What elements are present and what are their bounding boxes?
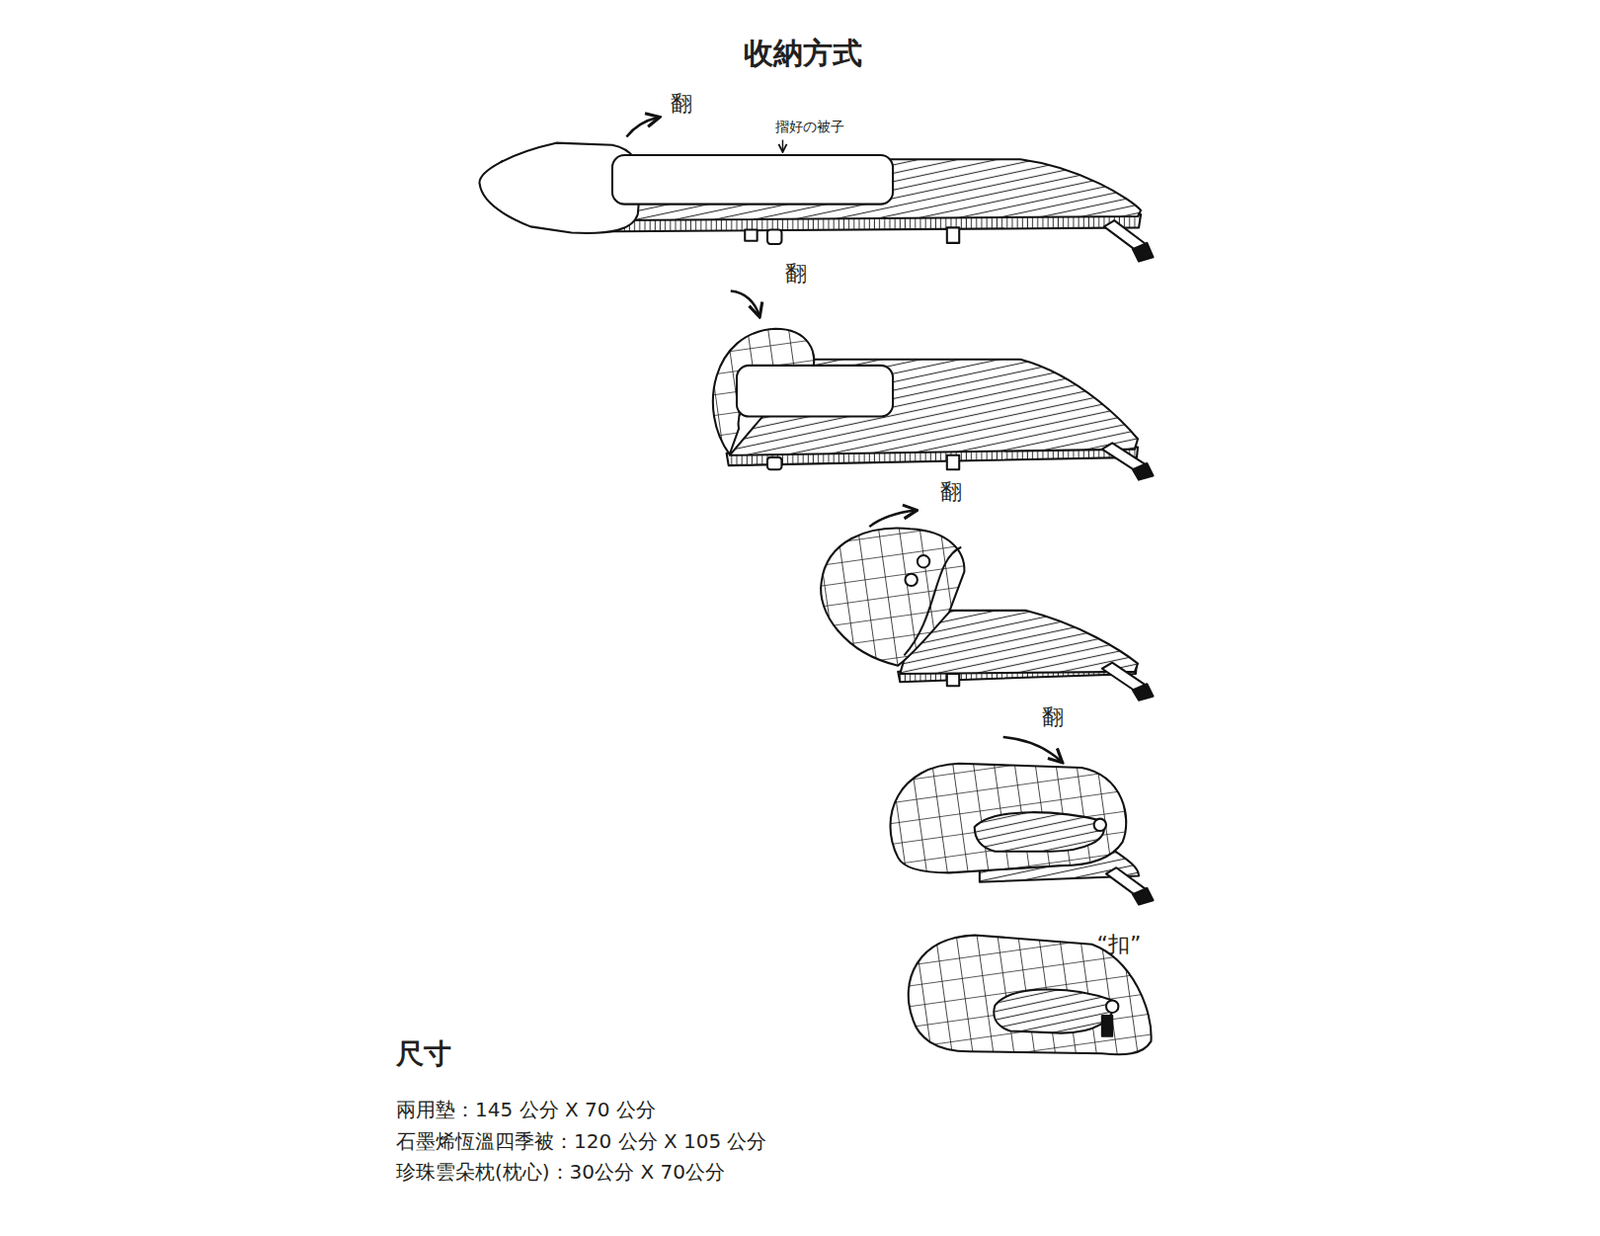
stage-three [820, 528, 1153, 701]
dimension-line: 兩用墊：145 公分 X 70 公分 [396, 1097, 656, 1121]
mat-leg [767, 229, 782, 243]
flip-arrows [626, 117, 1061, 762]
flip-note: 翻 [670, 90, 693, 117]
mat-leg [947, 673, 960, 686]
mat-leg [767, 457, 782, 470]
flip-arrow [730, 290, 760, 316]
dimension-line: 石墨烯恆溫四季被：120 公分 X 105 公分 [396, 1128, 767, 1153]
flip-note: 翻 [940, 479, 962, 505]
strap-tip [1132, 242, 1154, 262]
strap-tip [1132, 463, 1154, 480]
leader-arrow [782, 140, 784, 152]
buckle [1094, 818, 1107, 831]
flip-note: 翻 [785, 260, 807, 287]
mat-leg [744, 229, 757, 240]
flip-note: 翻 [1041, 704, 1064, 730]
buckle [904, 573, 917, 586]
flip-arrow [626, 117, 658, 138]
rolled-quilt [889, 763, 1126, 874]
buckle [1106, 1000, 1119, 1013]
quilt-note: 摺好の被子 [775, 118, 845, 136]
section-heading: 尺寸 [396, 1037, 452, 1071]
folded-quilt [612, 155, 893, 205]
strap-tip [1102, 1015, 1113, 1037]
mat-leg [947, 455, 960, 470]
diagram-title: 收納方式 [743, 35, 863, 72]
mat-top [729, 359, 1138, 456]
strap-tip [1132, 683, 1154, 701]
stage-four [889, 763, 1153, 905]
folded-quilt [736, 365, 893, 417]
roll-hole [993, 988, 1114, 1033]
rolled-quilt [820, 528, 964, 666]
strap-tip [1132, 887, 1154, 905]
mat-leg [947, 227, 960, 242]
stage-two [713, 328, 1154, 480]
roll-edge [903, 547, 961, 656]
buckle-note: “扣” [1097, 931, 1142, 958]
flip-arrow [1003, 736, 1062, 762]
stage-one [480, 143, 1154, 262]
roll-hole [974, 811, 1105, 852]
buckle [917, 555, 930, 567]
dimension-line: 珍珠雲朵枕(枕心)：30公分 X 70公分 [396, 1159, 725, 1184]
flip-arrow [869, 510, 915, 528]
